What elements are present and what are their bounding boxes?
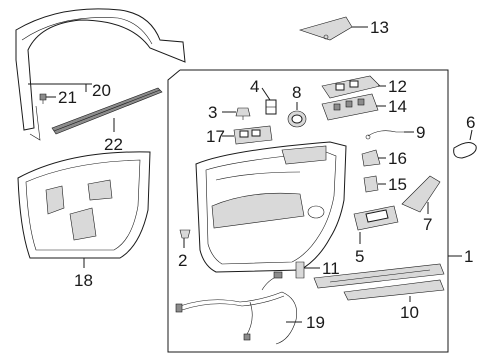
callout-8: 8	[292, 83, 301, 102]
part-5-handle-bezel	[353, 205, 399, 231]
callout-6: 6	[466, 113, 475, 132]
part-7-pull-cup	[401, 175, 441, 213]
callout-13: 13	[370, 18, 389, 37]
callout-3: 3	[208, 103, 217, 122]
part-8-speaker-cover	[287, 110, 307, 128]
part-18-water-deflector	[17, 151, 151, 259]
callout-14: 14	[388, 97, 407, 116]
leader-4	[261, 87, 271, 101]
callout-9: 9	[416, 123, 425, 142]
assembly-frame	[167, 69, 449, 353]
callout-18: 18	[74, 271, 93, 290]
part-6-trim-ring	[453, 142, 477, 159]
callout-11: 11	[322, 259, 340, 278]
part-21-clip	[39, 93, 47, 104]
part-2-clip	[179, 229, 191, 239]
callout-19: 19	[306, 313, 325, 332]
part-16-cover	[361, 149, 381, 167]
part-13-mirror-patch	[298, 16, 353, 41]
leader-6	[469, 129, 473, 141]
callout-21: 21	[58, 88, 77, 107]
part-19-wiring-harness	[175, 271, 297, 345]
callout-10: 10	[400, 303, 419, 322]
callout-12: 12	[388, 77, 407, 96]
callout-16: 16	[388, 149, 407, 168]
callout-4: 4	[250, 77, 259, 96]
part-22-weatherstrip	[51, 87, 163, 135]
callout-15: 15	[388, 175, 407, 194]
callout-1: 1	[464, 247, 473, 266]
part-3-screw	[235, 107, 251, 120]
callout-5: 5	[355, 247, 364, 266]
part-4-clip	[265, 99, 277, 115]
part-9-cable	[365, 130, 404, 140]
callout-22: 22	[104, 135, 123, 154]
part-10-armrest-trim	[313, 263, 445, 301]
callout-7: 7	[423, 215, 432, 234]
door-trim-panel	[195, 141, 347, 273]
part-17-switch-panel	[233, 125, 273, 145]
leader-20	[28, 83, 87, 92]
part-20-window-molding	[15, 8, 186, 141]
part-14-window-switch	[321, 93, 379, 121]
part-15-bezel	[363, 175, 379, 193]
part-12-switch-bezel	[321, 75, 381, 99]
part-11-bracket	[295, 261, 305, 279]
callout-17: 17	[206, 127, 225, 146]
callout-2: 2	[178, 251, 187, 270]
callout-20: 20	[92, 81, 111, 100]
